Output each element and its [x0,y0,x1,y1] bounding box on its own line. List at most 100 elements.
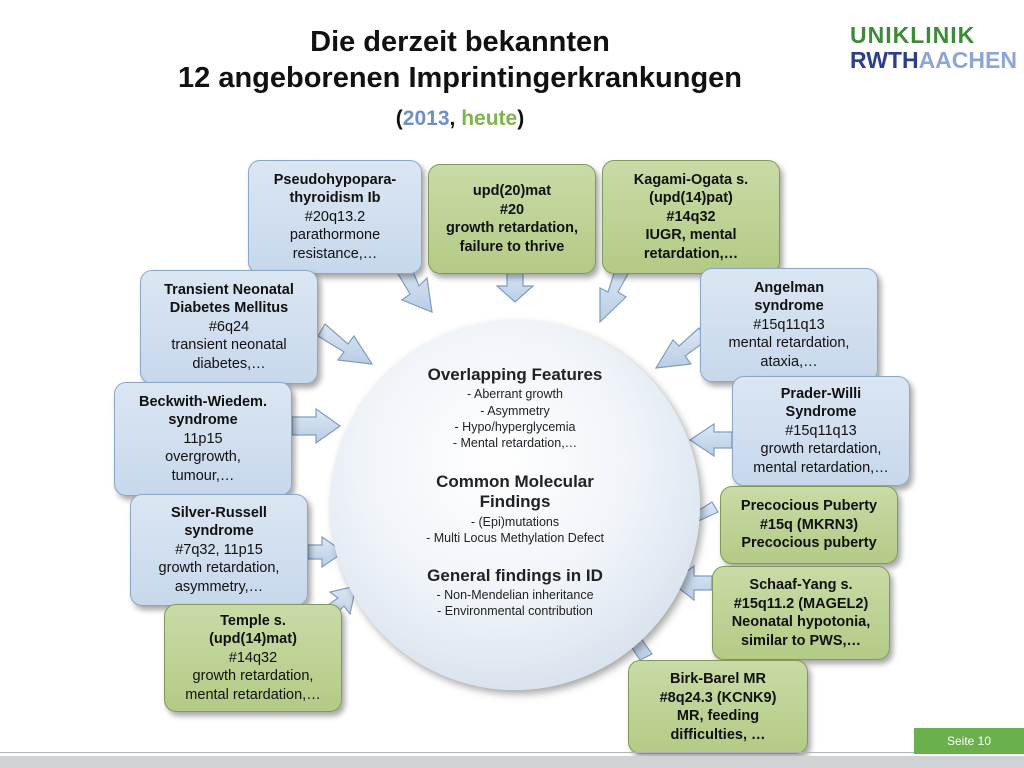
comma: , [449,107,462,130]
box-symptom: similar to PWS,… [740,632,862,649]
box-symptom: asymmetry,… [174,578,264,595]
feature-item: - Aberrant growth [467,387,563,401]
title-years: (2013, heute) [0,107,920,131]
box-symptom: tumour,… [171,467,235,484]
uniklinik-logo: UNIKLINIK RWTHAACHEN [850,22,1017,73]
molecular-findings-heading-1: Common Molecular [436,472,594,491]
box-angelman: Angelman syndrome #15q11q13 mental retar… [700,268,878,382]
molecular-item: - Multi Locus Methylation Defect [426,531,604,545]
logo-line-1: UNIKLINIK [850,22,976,48]
box-title: Prader-Willi [780,385,862,402]
molecular-item: - (Epi)mutations [470,515,560,529]
box-symptom: mental retardation, [728,335,850,352]
page-number-badge: Seite 10 [914,728,1024,754]
box-locus: #14q32 [228,649,278,666]
box-symptom: retardation,… [643,245,739,262]
box-temple: Temple s. (upd(14)mat) #14q32 growth ret… [164,604,342,712]
box-title: syndrome [754,298,824,315]
box-title: Syndrome [785,404,857,421]
year-heute: heute [461,107,518,130]
logo-line-2: RWTHAACHEN [850,47,1017,74]
box-title: Angelman [753,279,825,296]
box-subtitle: (upd(14)pat) [649,190,733,207]
molecular-findings-heading-2: Findings [479,492,551,511]
box-title: Pseudohypopara- [273,171,397,188]
box-birk-barel: Birk-Barel MR #8q24.3 (KCNK9) MR, feedin… [628,660,808,754]
overlapping-features-heading: Overlapping Features [427,365,603,384]
arrow-pws [688,422,733,458]
box-symptom: ataxia,… [760,353,818,370]
box-locus: #15q11q13 [785,422,857,439]
paren-close: ) [517,107,525,130]
box-subtitle: (upd(14)mat) [209,631,297,648]
box-title: Precocious Puberty [740,498,878,515]
box-locus: #15q11.2 (MAGEL2) [733,595,869,612]
title-line-1: Die derzeit bekannten [310,26,610,58]
box-title: Schaaf-Yang s. [749,577,853,593]
box-symptom: mental retardation,… [753,459,889,476]
arrow-srs [307,535,346,569]
box-locus: #6q24 [208,318,250,335]
box-symptom: overgrowth, [165,449,241,466]
box-title: syndrome [168,412,238,429]
box-symptom: IUGR, mental [645,227,737,244]
logo-aachen: AACHEN [918,47,1017,73]
arrow-bws [291,407,342,445]
box-symptom: growth retardation, [158,560,280,577]
box-symptom: mental retardation,… [185,686,321,703]
feature-item: - Hypo/hyperglycemia [454,420,576,434]
arrow-upd20 [495,269,535,303]
box-title: syndrome [184,523,254,540]
title-line-2: 12 angeborenen Imprintingerkrankungen [178,62,742,94]
box-symptom: difficulties, … [670,726,766,743]
box-locus: #14q32 [666,208,716,225]
box-beckwith-wiedemann: Beckwith-Wiedem. syndrome 11p15 overgrow… [114,382,292,496]
box-precocious-puberty: Precocious Puberty #15q (MKRN3) Precocio… [720,486,898,564]
box-title: Diabetes Mellitus [169,300,289,317]
center-circle: Overlapping Features - Aberrant growth -… [330,320,700,690]
footer-bar [0,756,1024,768]
general-findings-heading: General findings in ID [427,566,603,585]
box-transient-neonatal-diabetes: Transient Neonatal Diabetes Mellitus #6q… [140,270,318,384]
box-kagami-ogata: Kagami-Ogata s. (upd(14)pat) #14q32 IUGR… [602,160,780,274]
box-schaaf-yang: Schaaf-Yang s. #15q11.2 (MAGEL2) Neonata… [712,566,890,660]
box-title: thyroidism Ib [289,190,381,207]
box-locus: #20q13.2 [304,208,366,225]
box-locus: #7q32, 11p15 [175,541,263,558]
box-symptom: Neonatal hypotonia, [731,614,871,630]
year-2013: 2013 [402,107,450,130]
box-symptom: transient neonatal [171,337,287,354]
box-symptom: Precocious puberty [741,535,877,552]
box-symptom: growth retardation, [445,220,579,236]
box-prader-willi: Prader-Willi Syndrome #15q11q13 growth r… [732,376,910,486]
box-symptom: resistance,… [292,245,378,262]
box-symptom: failure to thrive [459,238,565,255]
box-symptom: MR, feeding [676,708,760,724]
box-symptom: parathormone [289,227,381,244]
box-title: Beckwith-Wiedem. [139,393,267,410]
footer-divider [0,752,915,753]
box-silver-russell: Silver-Russell syndrome #7q32, 11p15 gro… [130,494,308,606]
general-item: - Non-Mendelian inheritance [436,588,594,602]
feature-item: - Mental retardation,… [452,436,578,450]
general-item: - Environmental contribution [437,604,593,618]
box-symptom: growth retardation, [760,441,882,458]
box-locus: #15q (MKRN3) [759,516,859,533]
box-title: Transient Neonatal [164,281,294,298]
box-symptom: diabetes,… [192,355,266,372]
box-upd20mat: upd(20)mat #20 growth retardation, failu… [428,164,596,274]
box-title: Birk-Barel MR [670,671,766,687]
box-title: upd(20)mat [472,183,552,199]
box-title: Temple s. [220,612,286,629]
box-locus: #20 [499,201,525,218]
box-symptom: growth retardation, [192,668,314,685]
paren-open: ( [395,107,403,130]
box-locus: #8q24.3 (KCNK9) [659,689,777,706]
logo-rwth: RWTH [850,47,919,73]
box-title: Kagami-Ogata s. [633,171,749,188]
box-title: Silver-Russell [171,504,267,521]
box-pseudohypoparathyroidism: Pseudohypopara- thyroidism Ib #20q13.2 p… [248,160,422,274]
feature-item: - Asymmetry [480,404,550,418]
box-locus: #15q11q13 [753,316,825,333]
arrow-tndm [317,323,374,365]
